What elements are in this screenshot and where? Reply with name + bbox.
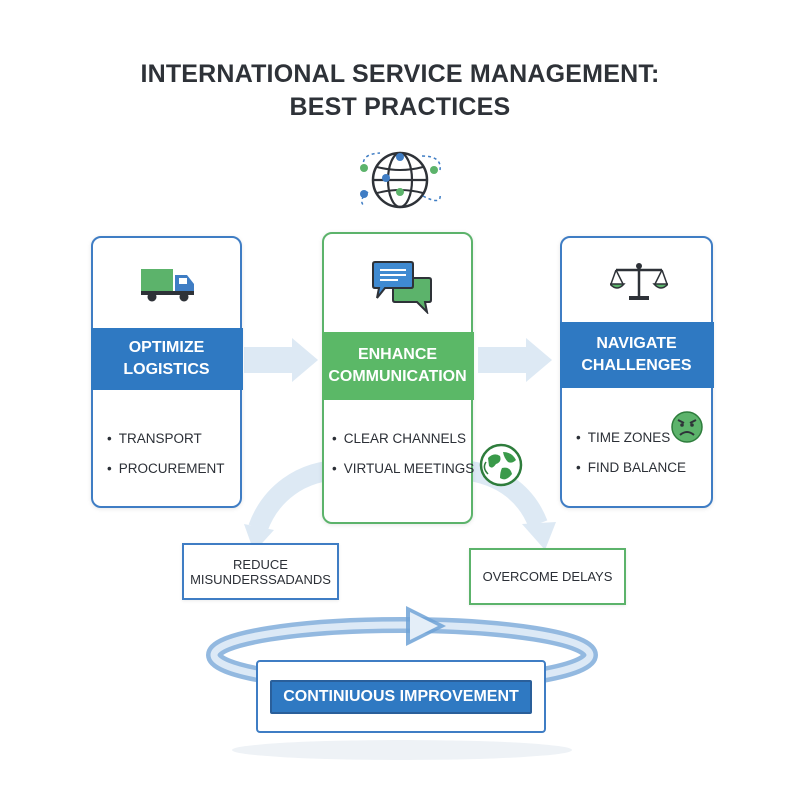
bullet-list: TRANSPORT PROCUREMENT [107,431,225,491]
curved-arrow-right [460,460,556,550]
continuous-improvement-label: CONTINIUOUS IMPROVEMENT [270,680,532,714]
bullet-item: CLEAR CHANNELS [332,431,474,446]
chat-bubbles-icon [372,261,432,314]
angry-face-icon [671,411,703,443]
bullet-item: FIND BALANCE [576,460,686,475]
bullet-item: PROCUREMENT [107,461,225,476]
card-title-line-1: OPTIMIZE [128,339,205,356]
bullet-item: VIRTUAL MEETINGS [332,461,475,476]
card-title-line-1: ENHANCE [357,346,438,363]
scales-icon [610,263,668,300]
outcome-reduce-misunderstandings: REDUCE MISUNDERSSADANDS [182,543,339,600]
continuous-improvement-box: CONTINIUOUS IMPROVEMENT [256,660,546,733]
card-title-line-1: NAVIGATE [596,335,677,352]
card-title-line-2: LOGISTICS [123,361,210,378]
title-line-2: BEST PRACTICES [289,93,511,121]
card-optimize-logistics: OPTIMIZE LOGISTICS TRANSPORT PROCUREMENT [90,236,243,508]
truck-icon [141,269,194,302]
arrow-communication-to-challenges [478,338,552,382]
page-title: INTERNATIONAL SERVICE MANAGEMENT: BEST P… [0,58,800,124]
card-title-line-2: CHALLENGES [581,357,692,374]
arrow-logistics-to-communication [244,338,318,382]
bullet-list: TIME ZONES FIND BALANCE [576,430,686,490]
card-title: ENHANCE COMMUNICATION [321,332,474,400]
card-title: NAVIGATE CHALLENGES [559,322,714,388]
title-line-1: INTERNATIONAL SERVICE MANAGEMENT: [140,60,660,88]
shadow [232,740,572,760]
outcome-line-2: MISUNDERSSADANDS [190,571,331,587]
outcome-line-1: REDUCE [233,556,288,572]
globe-icon [479,443,523,487]
card-navigate-challenges: NAVIGATE CHALLENGES TIME ZONES FIND BALA… [559,236,714,508]
card-enhance-communication: ENHANCE COMMUNICATION CLEAR CHANNELS VIR… [321,232,475,524]
card-title: OPTIMIZE LOGISTICS [90,328,243,390]
outcome-overcome-delays: OVERCOME DELAYS [469,548,626,605]
globe-network-icon [360,151,441,209]
bullet-list: CLEAR CHANNELS VIRTUAL MEETINGS [332,431,475,491]
card-title-line-2: COMMUNICATION [328,368,467,385]
bullet-item: TRANSPORT [107,431,225,446]
outcome-label: OVERCOME DELAYS [482,569,613,584]
bullet-item: TIME ZONES [576,430,686,445]
